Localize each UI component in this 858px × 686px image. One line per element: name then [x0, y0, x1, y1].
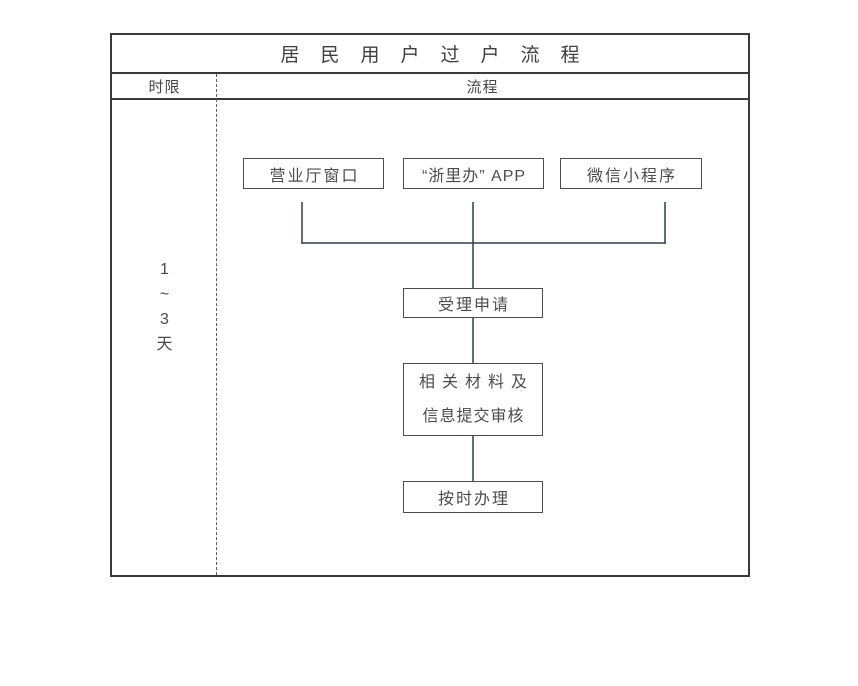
time-limit-char: ~ [159, 286, 170, 303]
title-row: 居民用户过户流程 [112, 35, 748, 74]
step-box-timely-handling: 按时办理 [403, 481, 543, 513]
time-limit-char: 3 [160, 311, 169, 328]
time-limit-char: 天 [156, 336, 173, 353]
materials-review-line2: 信息提交审核 [422, 407, 525, 425]
column-divider-dashed [216, 74, 217, 575]
materials-review-line1: 相关材料及 [418, 373, 534, 391]
column-header-time: 时限 [148, 78, 181, 96]
diagram-title: 居民用户过户流程 [280, 45, 601, 66]
header-row: 时限 流程 [112, 74, 748, 100]
channel-box-wechat-mini-program: 微信小程序 [560, 158, 702, 189]
diagram-frame: 居民用户过户流程 时限 流程 1 ~ 3 天 营业厅窗口 “浙里办” APP [110, 33, 750, 577]
step-box-materials-review: 相关材料及 信息提交审核 [403, 363, 543, 436]
channel-box-zheliban-app: “浙里办” APP [403, 158, 544, 189]
time-limit-char: 1 [160, 261, 169, 278]
time-limit-value: 1 ~ 3 天 [112, 257, 217, 357]
column-header-process: 流程 [466, 78, 499, 96]
channel-box-service-hall: 营业厅窗口 [243, 158, 384, 189]
step-box-accept-application: 受理申请 [403, 288, 543, 318]
